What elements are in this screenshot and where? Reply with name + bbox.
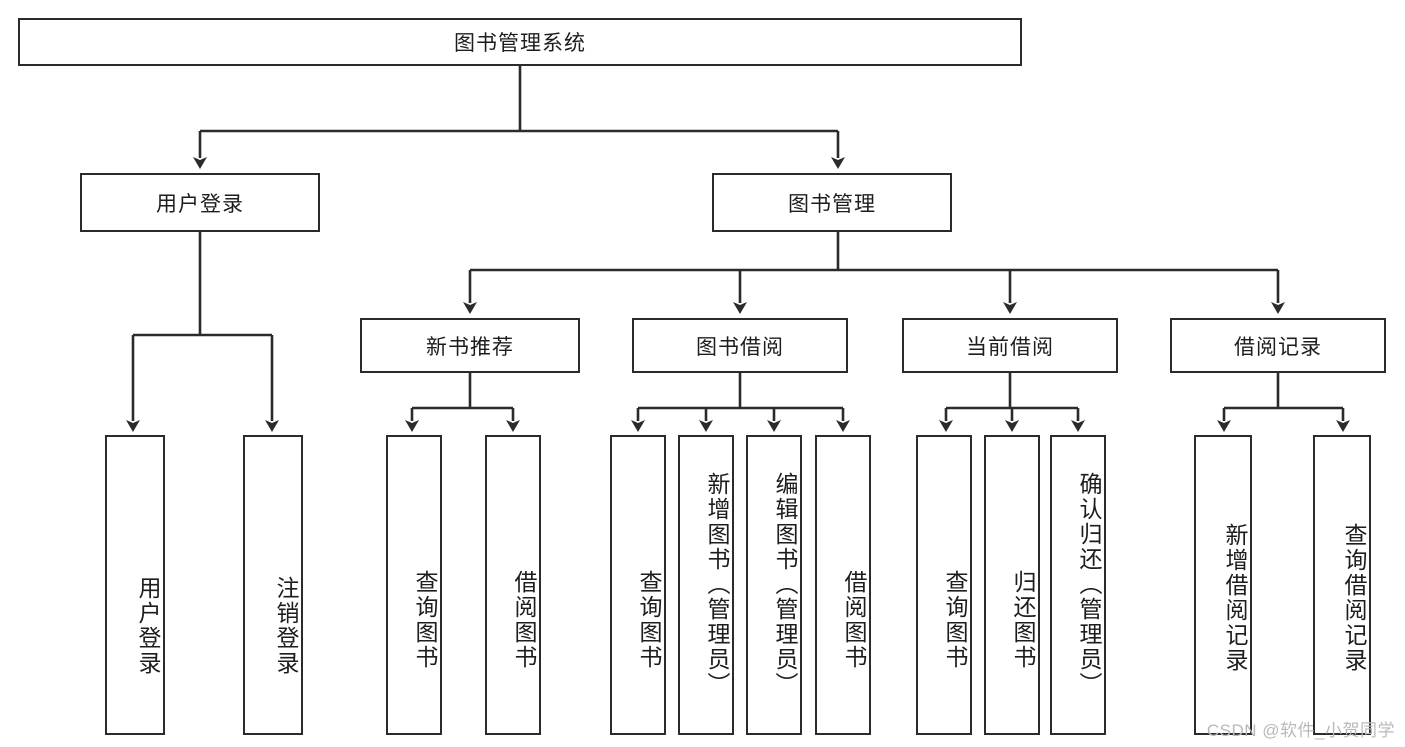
node-current-borrow-label: 当前借阅 (966, 335, 1054, 359)
node-leaf-borrow-book-2-label: 借阅图书 (841, 570, 867, 670)
node-borrow-record-label: 借阅记录 (1234, 335, 1322, 359)
node-leaf-logout-label: 注销登录 (273, 576, 299, 676)
node-leaf-edit-book-label: 编辑图书（管理员） (772, 471, 798, 697)
node-leaf-add-book[interactable]: 新增图书（管理员） (678, 435, 734, 735)
node-leaf-user-login[interactable]: 用户登录 (105, 435, 165, 735)
node-leaf-add-record[interactable]: 新增借阅记录 (1194, 435, 1252, 735)
node-leaf-confirm-return-label: 确认归还（管理员） (1076, 471, 1102, 697)
node-root[interactable]: 图书管理系统 (18, 18, 1022, 66)
node-user-login-label: 用户登录 (156, 192, 244, 216)
node-leaf-query-record[interactable]: 查询借阅记录 (1313, 435, 1371, 735)
node-leaf-query-book-3-label: 查询图书 (942, 570, 968, 670)
node-new-book-recommend[interactable]: 新书推荐 (360, 318, 580, 373)
node-leaf-return-book-label: 归还图书 (1010, 570, 1036, 670)
node-book-borrow[interactable]: 图书借阅 (632, 318, 848, 373)
node-book-manage-label: 图书管理 (788, 192, 876, 216)
node-root-label: 图书管理系统 (454, 32, 586, 55)
node-leaf-query-book-2-label: 查询图书 (636, 570, 662, 670)
node-leaf-query-book-3[interactable]: 查询图书 (916, 435, 972, 735)
node-leaf-add-record-label: 新增借阅记录 (1222, 523, 1248, 673)
node-leaf-borrow-book-1-label: 借阅图书 (511, 570, 537, 670)
node-book-manage[interactable]: 图书管理 (712, 173, 952, 232)
node-leaf-query-book-1[interactable]: 查询图书 (386, 435, 442, 735)
node-current-borrow[interactable]: 当前借阅 (902, 318, 1118, 373)
node-leaf-query-record-label: 查询借阅记录 (1341, 523, 1367, 673)
node-leaf-user-login-label: 用户登录 (135, 576, 161, 676)
node-user-login[interactable]: 用户登录 (80, 173, 320, 232)
node-leaf-borrow-book-2[interactable]: 借阅图书 (815, 435, 871, 735)
node-leaf-confirm-return[interactable]: 确认归还（管理员） (1050, 435, 1106, 735)
node-leaf-borrow-book-1[interactable]: 借阅图书 (485, 435, 541, 735)
node-leaf-query-book-1-label: 查询图书 (412, 570, 438, 670)
node-borrow-record[interactable]: 借阅记录 (1170, 318, 1386, 373)
node-leaf-return-book[interactable]: 归还图书 (984, 435, 1040, 735)
node-leaf-edit-book[interactable]: 编辑图书（管理员） (746, 435, 802, 735)
node-book-borrow-label: 图书借阅 (696, 335, 784, 359)
node-leaf-logout[interactable]: 注销登录 (243, 435, 303, 735)
node-leaf-query-book-2[interactable]: 查询图书 (610, 435, 666, 735)
csdn-watermark: CSDN @软件_小贺同学 (1206, 721, 1395, 740)
node-new-book-recommend-label: 新书推荐 (426, 335, 514, 359)
node-leaf-add-book-label: 新增图书（管理员） (704, 471, 730, 697)
